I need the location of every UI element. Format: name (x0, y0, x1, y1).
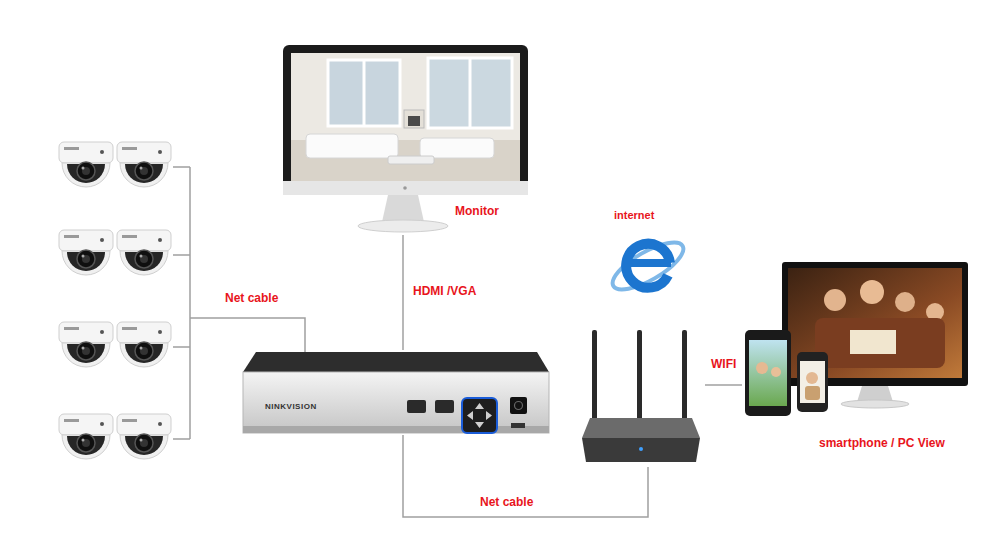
hdmi-cable (402, 235, 404, 350)
edge-label: Net cable (478, 495, 535, 509)
monitor-figure (403, 186, 407, 190)
client-devices (860, 280, 884, 304)
camera-group (59, 414, 113, 459)
router-figure (582, 418, 700, 438)
router-figure (592, 330, 597, 424)
monitor-figure (291, 53, 520, 181)
nvr-figure (435, 400, 454, 413)
camera-group (59, 322, 113, 367)
internet-icon (626, 244, 670, 288)
router-figure (682, 330, 687, 424)
monitor-figure (420, 138, 494, 158)
monitor-figure (363, 60, 366, 126)
camera-group (117, 142, 171, 187)
monitor-figure (408, 116, 420, 126)
monitor-figure (404, 110, 424, 128)
internet-icon (606, 234, 689, 298)
monitor-device: Monitor (283, 45, 528, 235)
client-devices (800, 361, 825, 403)
nvr-figure (515, 402, 523, 410)
client-devices (745, 330, 791, 416)
internet-icon (630, 259, 671, 267)
device-label: smartphone / PC View (819, 436, 945, 450)
nvr-figure (510, 397, 527, 414)
nvr-figure (467, 403, 492, 428)
client-devices (797, 352, 828, 412)
client-devices (895, 292, 915, 312)
monitor-figure (388, 156, 434, 164)
router-figure (582, 330, 700, 462)
monitor-figure (382, 195, 424, 222)
wifi-link (705, 384, 742, 386)
camera-group (59, 142, 171, 459)
client-devices (850, 330, 896, 354)
device-label: internet (614, 209, 654, 222)
monitor-figure (469, 58, 472, 128)
internet-icon (606, 234, 689, 298)
client-devices (815, 318, 945, 368)
monitor-figure (428, 58, 512, 128)
monitor-figure (358, 220, 448, 232)
router-figure (639, 447, 643, 451)
camera-group (59, 230, 113, 275)
router-device: internet (580, 205, 705, 467)
router-figure (582, 438, 700, 462)
monitor-figure (328, 60, 400, 126)
nvr-figure (407, 400, 426, 413)
camera-group (59, 142, 113, 187)
device-label: Monitor (455, 204, 499, 218)
client-devices (771, 367, 781, 377)
nvr-figure (243, 426, 549, 433)
device-label: NINKVISION (265, 402, 317, 412)
nvr-recorder: NINKVISION (243, 350, 549, 435)
client-devices (841, 400, 909, 408)
nvr-figure (243, 352, 549, 433)
client-devices (805, 386, 820, 400)
router-figure (637, 330, 642, 424)
camera-group (117, 322, 171, 367)
nvr-figure (511, 423, 525, 428)
camera-group (117, 230, 171, 275)
nvr-figure (243, 352, 549, 372)
client-devices (756, 362, 768, 374)
camera-group (117, 414, 171, 459)
edge-label: HDMI /VGA (411, 284, 478, 298)
viewer-devices: smartphone / PC View (742, 262, 976, 456)
client-devices (745, 262, 968, 416)
client-devices (824, 289, 846, 311)
client-devices (806, 372, 818, 384)
net-cable (403, 435, 648, 517)
nvr-figure (243, 372, 549, 433)
monitor-figure (306, 134, 398, 158)
monitor-figure (283, 45, 528, 195)
nvr-figure (462, 398, 497, 433)
cable-label: Net cable (223, 291, 280, 305)
edge-label: WIFI (709, 357, 738, 371)
client-devices (749, 340, 787, 406)
monitor-figure (283, 45, 528, 232)
monitor-figure (283, 181, 528, 195)
